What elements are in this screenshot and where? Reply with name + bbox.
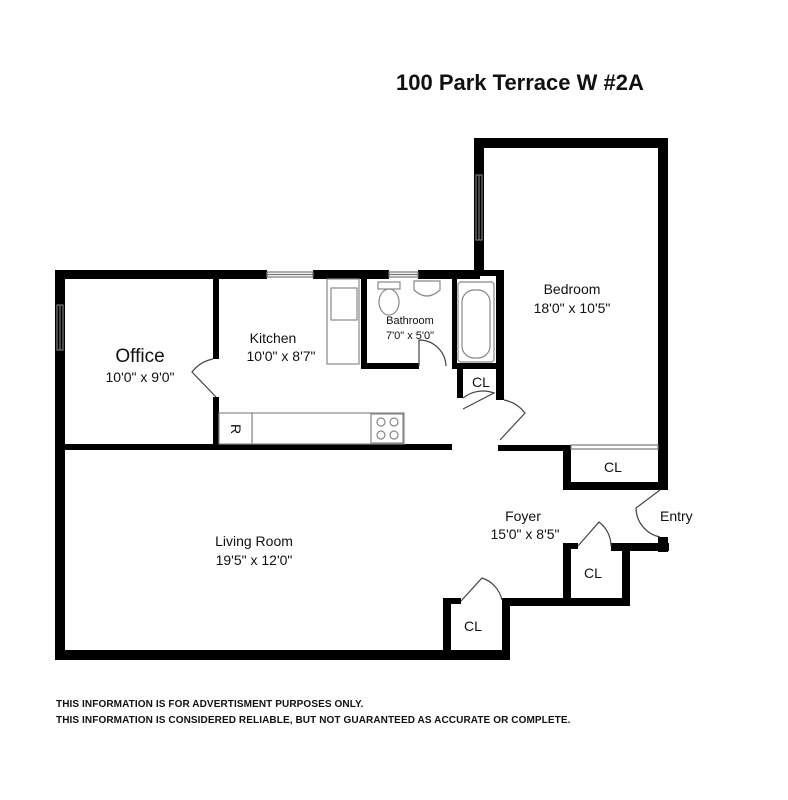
wall-entry-jamb (658, 537, 668, 552)
wall-bedroom-top (474, 138, 668, 148)
living-closet-label: CL (464, 618, 482, 634)
wall-living-closet-right (502, 598, 510, 660)
living-room-name: Living Room (215, 533, 293, 549)
wall-hall-closet-left (457, 363, 463, 398)
disclaimer-line-2: THIS INFORMATION IS CONSIDERED RELIABLE,… (56, 715, 571, 726)
hall-closet-label: CL (472, 374, 490, 390)
stove-icon (370, 413, 404, 444)
foyer-dims: 15'0" x 8'5" (491, 526, 560, 542)
wall-top-bath (418, 270, 480, 279)
wall-office-right-lower (213, 397, 219, 448)
wall-step-right (622, 543, 630, 606)
wall-bedroom-right (658, 138, 668, 490)
wall-bedroom-closet-left (563, 445, 571, 490)
wall-step-top (611, 543, 669, 551)
door-entry (635, 489, 661, 538)
wall-bottom-living (55, 650, 510, 660)
bathroom-name: Bathroom (386, 315, 434, 327)
bedroom-name: Bedroom (544, 281, 601, 297)
door-office (191, 358, 217, 398)
wall-bath-tub-divider (452, 279, 457, 368)
wall-foyer-closet-left (563, 543, 571, 603)
wall-bath-right (480, 270, 504, 276)
listing-title: 100 Park Terrace W #2A (396, 70, 644, 95)
toilet-icon (378, 288, 400, 316)
bathroom-dims: 7'0" x 5'0" (386, 330, 434, 342)
bedroom-closet-label: CL (604, 459, 622, 475)
office-dims: 10'0" x 9'0" (106, 369, 175, 385)
refrigerator-label: R (228, 424, 244, 434)
wall-hall-closet-bottom (496, 363, 504, 400)
walls (55, 138, 669, 660)
room-labels: Office 10'0" x 9'0" Kitchen 10'0" x 8'7"… (106, 281, 693, 634)
wall-outer-left (55, 270, 65, 660)
wall-office-right-upper (213, 279, 219, 359)
wall-bedroom-bottom (498, 445, 568, 451)
wall-living-closet-top (443, 598, 461, 604)
toilet-tank (377, 281, 401, 290)
entry-label: Entry (660, 508, 693, 524)
door-bath (418, 339, 447, 367)
windows (56, 174, 659, 450)
foyer-name: Foyer (505, 508, 541, 524)
bath-sink (413, 280, 441, 297)
wall-bath-tub-bottom (452, 363, 496, 369)
fixtures (218, 278, 495, 445)
wall-bath-bottom (361, 363, 419, 369)
wall-top-kitchen (313, 270, 389, 279)
door-bedroom (499, 399, 526, 441)
wall-bath-left (361, 279, 367, 368)
bedroom-closet-slider (570, 444, 659, 450)
door-living-closet (460, 577, 503, 602)
wall-top-office (55, 270, 267, 279)
wall-office-bottom (65, 444, 452, 450)
door-hall-closet (462, 390, 496, 410)
wall-foyer-closet-top (563, 543, 578, 549)
bedroom-dims: 18'0" x 10'5" (534, 300, 611, 316)
wall-bedroom-closet-bottom (563, 482, 668, 490)
wall-bedroom-left-lower (496, 270, 504, 400)
door-foyer-closet (577, 521, 612, 547)
kitchen-dims: 10'0" x 8'7" (247, 348, 316, 364)
refrigerator (218, 412, 253, 445)
disclaimer-line-1: THIS INFORMATION IS FOR ADVERTISMENT PUR… (56, 699, 364, 710)
living-room-dims: 19'5" x 12'0" (216, 552, 293, 568)
kitchen-name: Kitchen (250, 330, 297, 346)
foyer-closet-label: CL (584, 565, 602, 581)
doors (191, 339, 661, 602)
office-name: Office (115, 346, 164, 367)
wall-living-closet-left (443, 598, 451, 660)
